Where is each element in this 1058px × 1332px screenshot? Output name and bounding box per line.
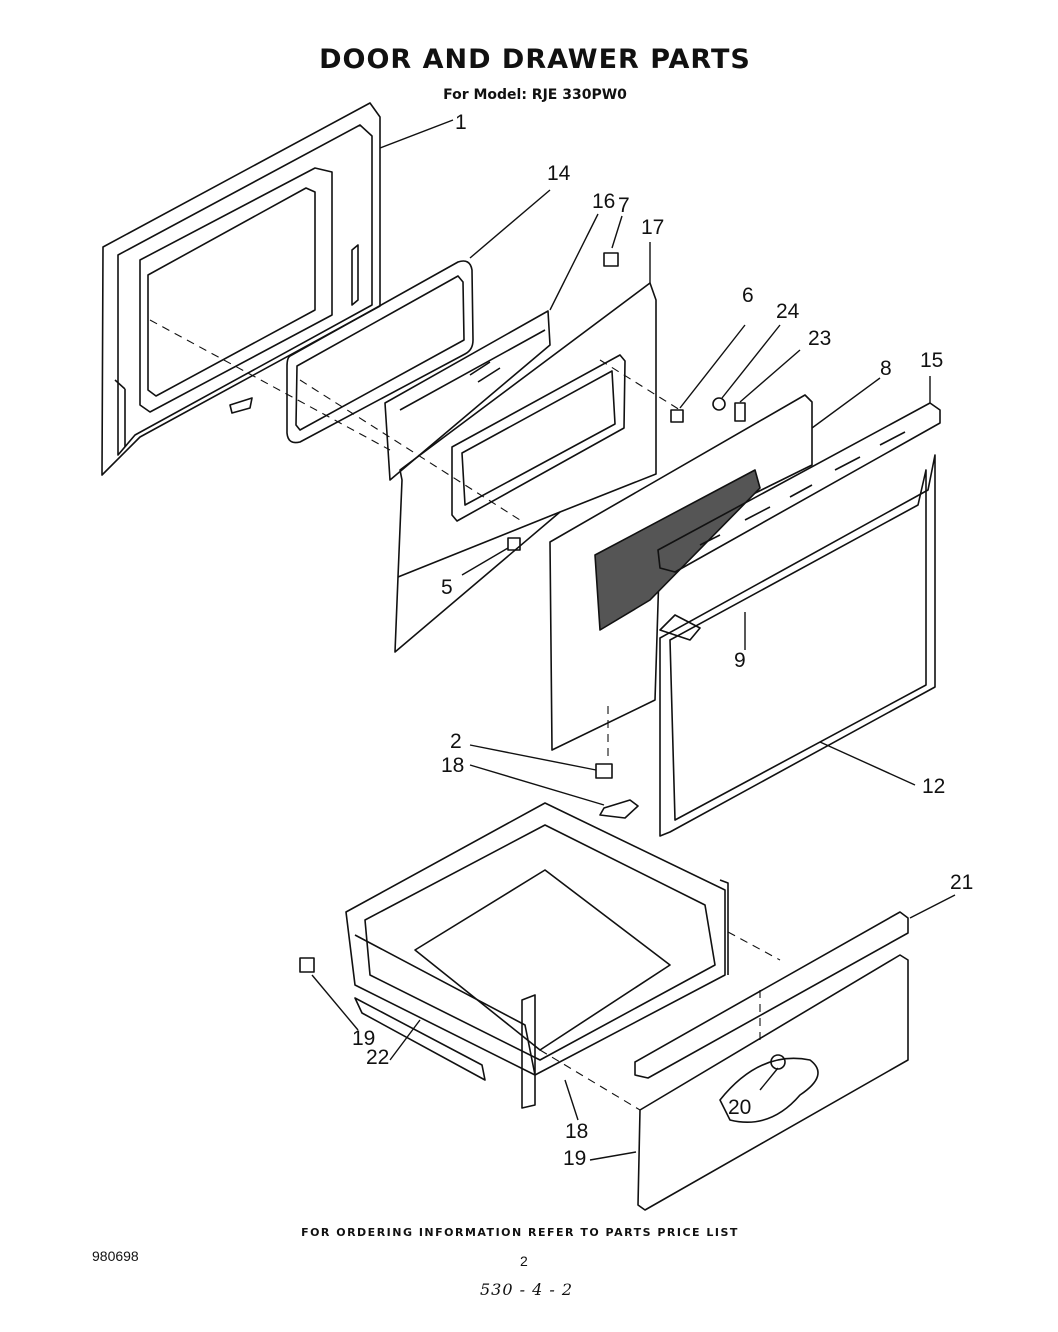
callout-8: 7 xyxy=(618,194,630,217)
lower-clips xyxy=(595,763,639,819)
door-gasket xyxy=(286,260,474,444)
callout-17: 19 xyxy=(352,1027,375,1050)
inner-door-liner xyxy=(394,282,657,653)
callout-6: 6 xyxy=(742,284,754,307)
callout-12: 9 xyxy=(734,649,746,672)
callout-19: 19 xyxy=(563,1147,586,1170)
callout-5: 17 xyxy=(641,216,664,239)
callout-2: 2 xyxy=(450,730,462,753)
small-clips xyxy=(507,252,746,551)
callout-15: 15 xyxy=(920,349,943,372)
callout-21: 21 xyxy=(950,871,973,894)
leader-lines xyxy=(311,119,956,1161)
callout-9: 8 xyxy=(880,357,892,380)
callout-18: 18 xyxy=(565,1120,588,1143)
door-frame xyxy=(659,454,936,837)
document-number: 980698 xyxy=(92,1248,139,1264)
model-subtitle: For Model: RJE 330PW0 xyxy=(443,87,627,103)
callout-16: 18 xyxy=(441,754,464,777)
drawer-bracket xyxy=(521,994,536,1109)
callout-3: 14 xyxy=(547,162,571,185)
alignment-lines xyxy=(149,319,781,1111)
page-number: 2 xyxy=(520,1253,528,1269)
handwritten-note: 530 - 4 - 2 xyxy=(480,1280,574,1299)
mesh-screen-panel xyxy=(549,394,813,751)
ordering-note: FOR ORDERING INFORMATION REFER TO PARTS … xyxy=(301,1226,739,1239)
callout-1: 1 xyxy=(455,111,467,134)
callout-labels: 1 14 16 7 17 6 24 23 15 8 5 9 2 18 12 21… xyxy=(352,111,973,1170)
door-glass xyxy=(384,310,551,481)
drawer-rail xyxy=(354,997,486,1081)
callout-20: 20 xyxy=(728,1096,751,1119)
callout-24: 24 xyxy=(776,300,800,323)
callout-7: 5 xyxy=(441,576,453,599)
drawer-top-trim xyxy=(634,911,909,1079)
outer-door-panel xyxy=(101,102,381,476)
page-title: DOOR AND DRAWER PARTS xyxy=(319,44,751,75)
drawer-body xyxy=(345,802,729,1076)
callout-4: 16 xyxy=(592,190,615,213)
callout-14: 12 xyxy=(922,775,945,798)
drawer-front-panel xyxy=(637,954,909,1211)
callout-23: 23 xyxy=(808,327,831,350)
drawer-stop xyxy=(299,957,315,973)
callout-22: 22 xyxy=(366,1046,389,1069)
